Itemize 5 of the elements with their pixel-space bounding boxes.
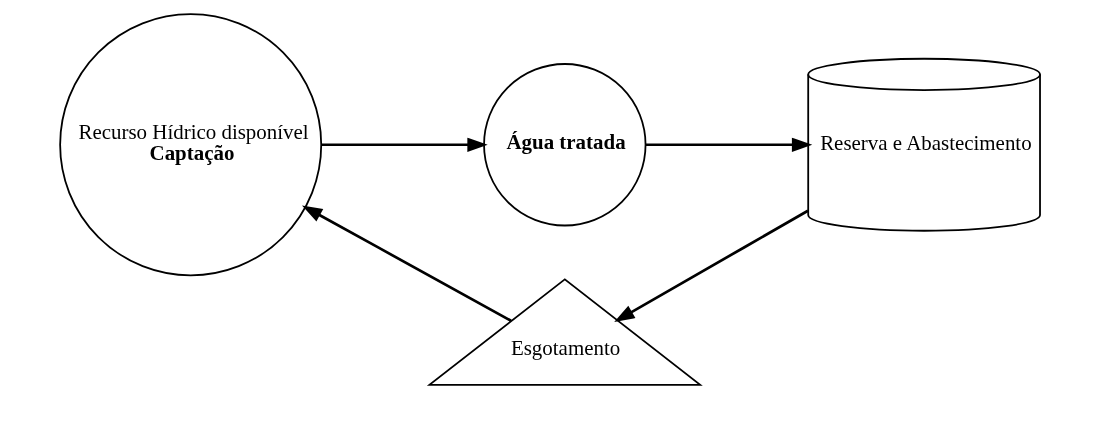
node-circle: Água tratada <box>482 63 646 227</box>
arrow <box>645 137 812 152</box>
arrow <box>613 209 809 323</box>
arrow <box>301 205 512 322</box>
arrow <box>320 137 488 152</box>
